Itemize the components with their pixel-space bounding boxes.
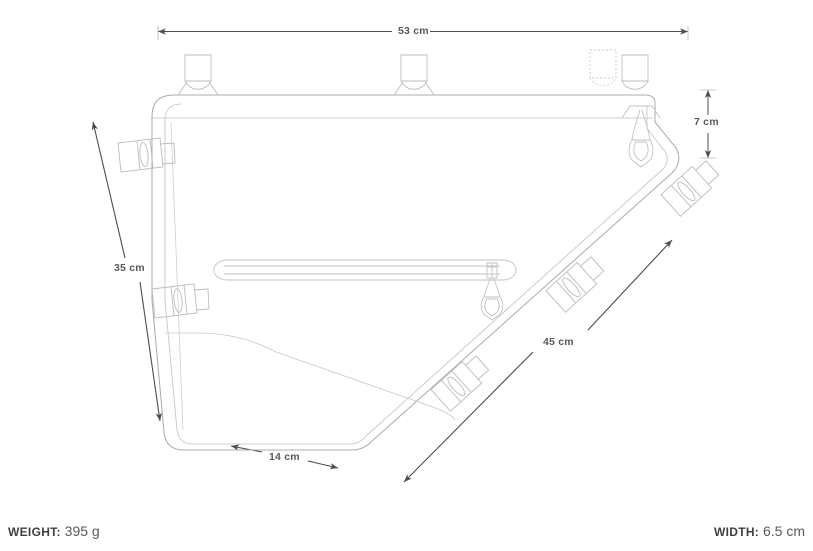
top-tab-optional-dashed xyxy=(589,49,617,86)
width-spec: WIDTH: 6.5 cm xyxy=(714,523,805,539)
top-tab-middle xyxy=(393,54,435,96)
strap-diagonal-lower xyxy=(430,355,490,412)
dimension-label-45cm: 45 cm xyxy=(543,336,574,348)
dimension-line-diagonal-45cm xyxy=(403,239,673,483)
main-zipper xyxy=(213,259,517,321)
dimension-label-35cm: 35 cm xyxy=(114,262,145,274)
strap-left-lower xyxy=(151,283,210,319)
strap-mounts-left xyxy=(117,137,210,319)
weight-label: WEIGHT: xyxy=(8,525,61,539)
zipper-slider xyxy=(486,262,498,279)
dimension-label-14cm: 14 cm xyxy=(269,451,300,463)
weight-spec: WEIGHT: 395 g xyxy=(8,523,100,539)
top-mount-tabs xyxy=(177,49,649,96)
width-label: WIDTH: xyxy=(713,525,760,539)
strap-left-upper xyxy=(117,137,176,173)
bag-outline xyxy=(151,94,680,451)
top-tab-left xyxy=(177,54,219,96)
corner-zipper-pull xyxy=(621,105,661,168)
dimension-label-7cm: 7 cm xyxy=(694,116,719,128)
dimension-label-53cm: 53 cm xyxy=(398,25,429,37)
strap-mounts-diagonal xyxy=(430,160,720,412)
top-tab-right xyxy=(621,54,649,90)
dimension-line-left-35cm xyxy=(91,121,163,422)
strap-diagonal-middle xyxy=(545,256,605,313)
strap-diagonal-upper xyxy=(660,160,720,217)
dimension-line-top-53cm xyxy=(157,26,689,40)
dimension-line-bottom-14cm xyxy=(230,444,339,470)
dimension-line-right-7cm xyxy=(700,89,716,159)
spec-footer: WEIGHT: 395 g WIDTH: 6.5 cm xyxy=(0,511,813,551)
zipper-pull-tab xyxy=(480,278,504,321)
width-value: 6.5 cm xyxy=(759,523,805,539)
weight-value: 395 g xyxy=(60,523,100,539)
